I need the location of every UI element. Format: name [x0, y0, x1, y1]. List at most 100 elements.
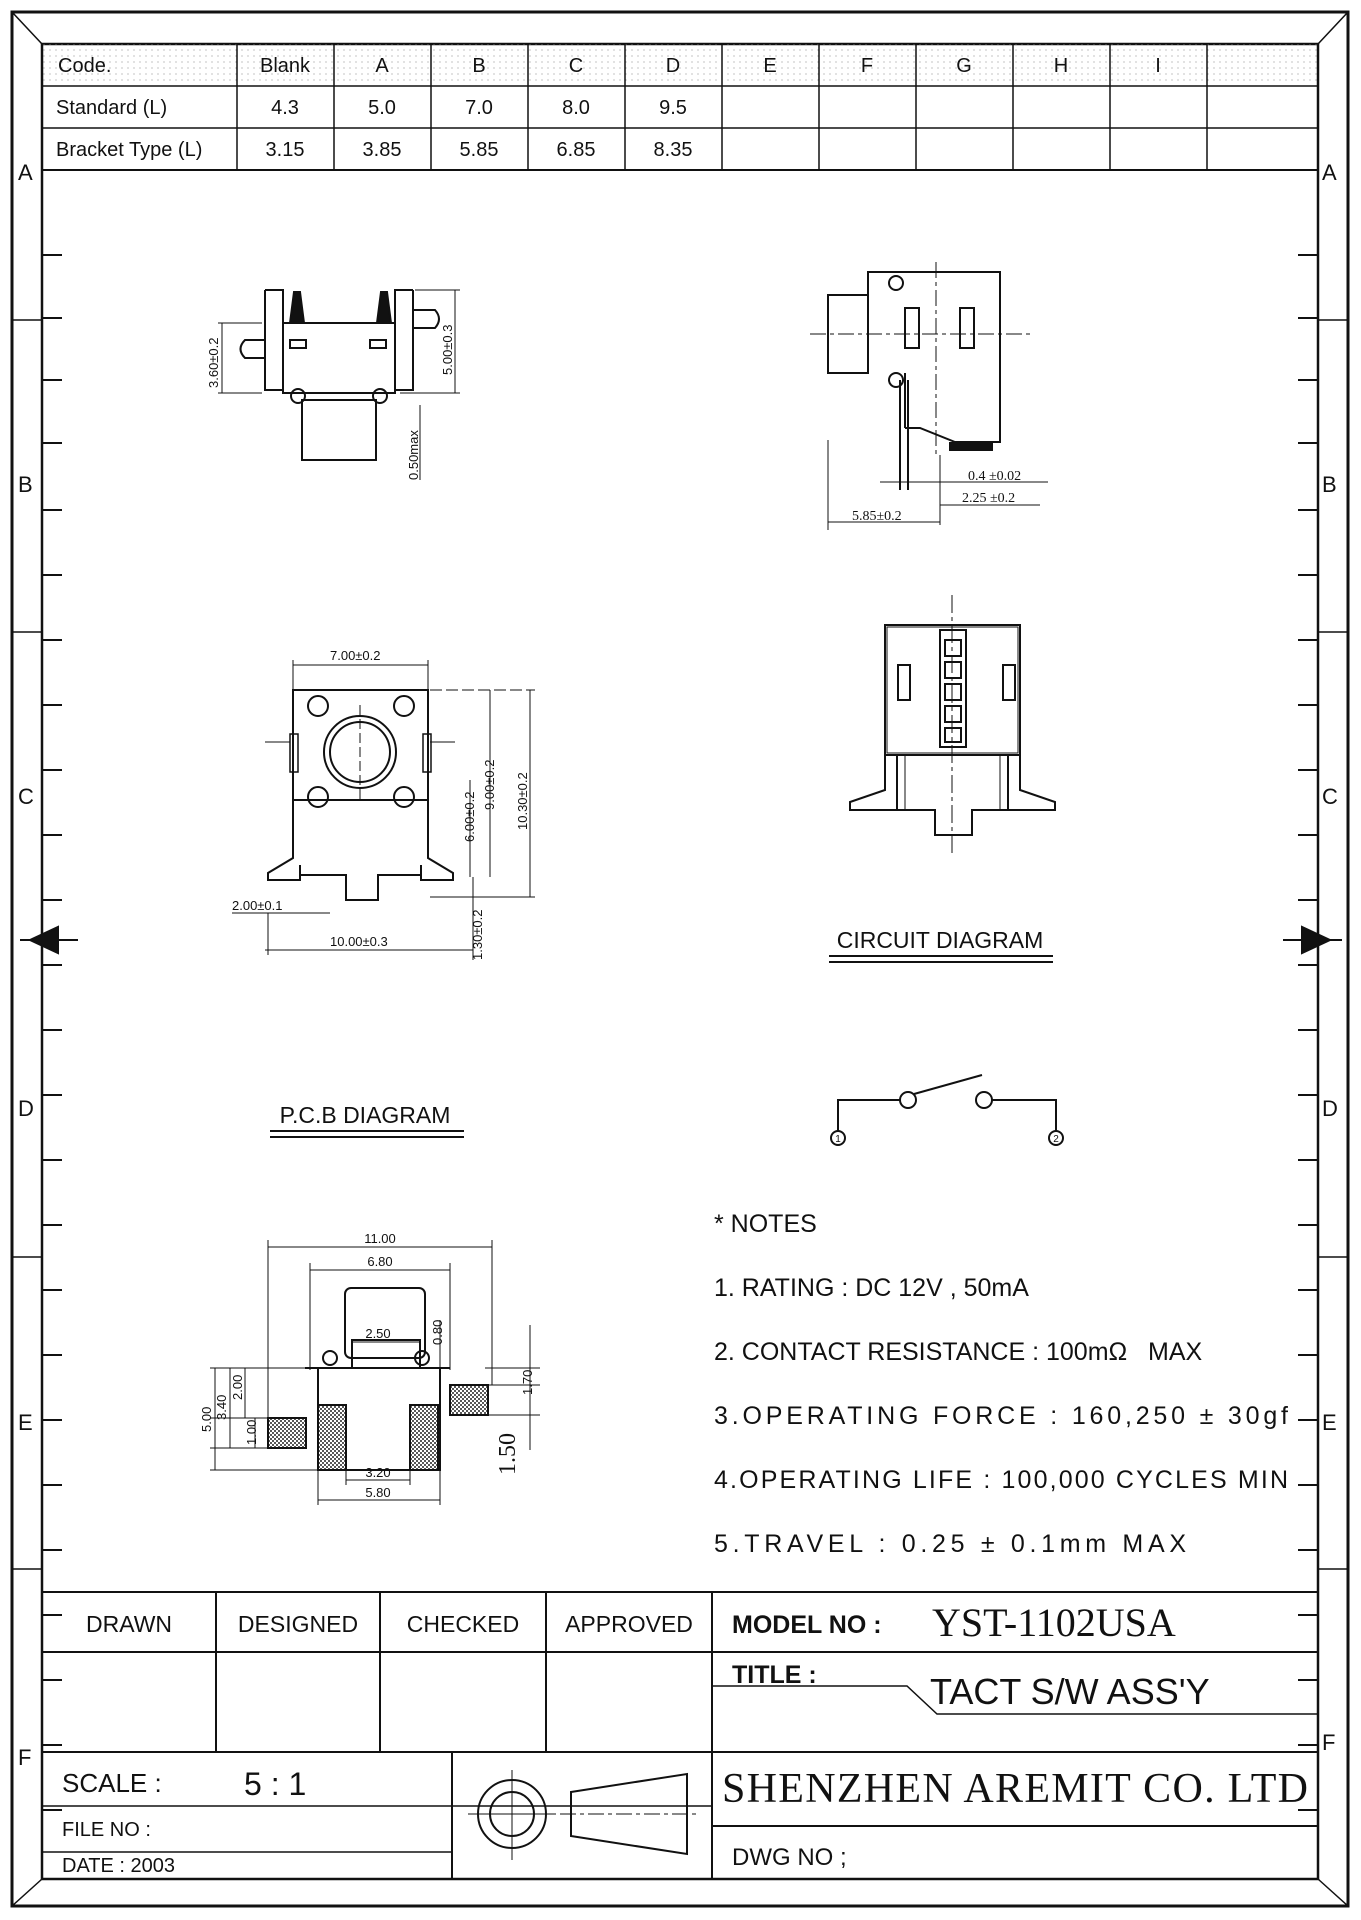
zone-right-f: F [1322, 1730, 1335, 1755]
zone-right-c: C [1322, 784, 1338, 809]
zone-separators [12, 319, 1348, 1570]
zone-left-b: B [18, 472, 33, 497]
circuit-pin-2: 2 [1053, 1134, 1059, 1145]
note-operating-force: 3.OPERATING FORCE : 160,250 ± 30gf [714, 1402, 1288, 1430]
row-bracket-blank: 3.15 [266, 139, 305, 161]
dim-pcb-32: 3.20 [365, 1465, 390, 1480]
notes-heading: * NOTES [714, 1210, 817, 1238]
zone-right-a: A [1322, 160, 1337, 185]
dim-pcb-15: 1.50 [495, 1433, 521, 1475]
circuit-title: CIRCUIT DIAGRAM [837, 927, 1044, 953]
circuit-diagram: CIRCUIT DIAGRAM 1 2 [829, 927, 1064, 1146]
margin-ticks [42, 254, 1318, 1811]
row-standard-c: 8.0 [562, 97, 590, 119]
title-block-text: DRAWN DESIGNED CHECKED APPROVED MODEL NO… [62, 1600, 1308, 1877]
pcb-pad-right [449, 1384, 489, 1416]
pcb-pad-left-inner [317, 1404, 347, 1471]
tb-scale-label: SCALE : [62, 1768, 162, 1798]
dim-side-offset: 2.25 ±0.2 [962, 491, 1015, 506]
dim-pcb-17: 1.70 [520, 1370, 535, 1395]
centering-arrows [20, 925, 1342, 955]
tb-scale-value: 5 : 1 [244, 1766, 306, 1802]
tb-designed: DESIGNED [238, 1611, 358, 1637]
code-header-h: H [1054, 55, 1068, 77]
dim-pcb-68: 6.80 [367, 1254, 392, 1269]
dim-pcb-08: 0.80 [430, 1320, 445, 1345]
side-view [810, 262, 1048, 530]
dim-pcb-50: 5.00 [199, 1407, 214, 1432]
row-standard-b: 7.0 [465, 97, 493, 119]
dim-front-max: 0.50max [406, 430, 421, 480]
circuit-pin-1: 1 [835, 1134, 841, 1145]
dim-front-height: 3.60±0.2 [206, 337, 221, 388]
tb-checked: CHECKED [407, 1611, 519, 1637]
dim-top-2: 2.00±0.1 [232, 898, 283, 913]
pcb-title: P.C.B DIAGRAM [280, 1102, 451, 1128]
code-table: Code. Blank A B C D E F G H I Standard (… [42, 44, 1318, 171]
dim-pcb-34: 3.40 [214, 1395, 229, 1420]
zone-left-a: A [18, 160, 33, 185]
dim-side-thickness: 0.4 ±0.02 [968, 469, 1021, 484]
dim-pcb-20: 2.00 [230, 1375, 245, 1400]
pcb-diagram: P.C.B DIAGRAM [199, 1102, 540, 1505]
dim-pcb-10: 1.00 [244, 1420, 259, 1445]
zone-left-c: C [18, 784, 34, 809]
tb-title-label: TITLE : [732, 1661, 817, 1689]
front-view-dims: 3.60±0.2 5.00±0.3 0.50max [206, 324, 455, 480]
tb-company: SHENZHEN AREMIT CO. LTD [722, 1766, 1308, 1812]
code-header-b: B [472, 55, 485, 77]
row-bracket-a: 3.85 [363, 139, 402, 161]
row-bracket-label: Bracket Type (L) [56, 139, 202, 161]
zone-right-d: D [1322, 1096, 1338, 1121]
tb-approved: APPROVED [565, 1611, 693, 1637]
pcb-pad-right-inner [409, 1404, 439, 1471]
bottom-view [849, 595, 1056, 855]
code-header-d: D [666, 55, 680, 77]
row-bracket-d: 8.35 [654, 139, 693, 161]
code-header-blank: Blank [260, 55, 311, 77]
zone-left-e: E [18, 1410, 33, 1435]
tb-dwg-label: DWG NO ; [732, 1844, 847, 1871]
code-header-c: C [569, 55, 583, 77]
tb-model-label: MODEL NO : [732, 1611, 882, 1639]
note-rating: 1. RATING : DC 12V , 50mA [714, 1274, 1029, 1302]
dim-top-13: 1.30±0.2 [470, 909, 485, 960]
dim-pcb-11: 11.00 [364, 1231, 396, 1246]
dim-top-10: 10.00±0.3 [330, 934, 388, 949]
code-header-a: A [375, 55, 389, 77]
dim-side-length: 5.85±0.2 [852, 509, 902, 524]
zone-right-b: B [1322, 472, 1337, 497]
front-view [218, 289, 460, 480]
dim-top-1030: 10.30±0.2 [515, 772, 530, 830]
pcb-pad-left [267, 1417, 307, 1449]
code-header-e: E [763, 55, 776, 77]
tb-file-label: FILE NO : [62, 1819, 151, 1841]
row-bracket-c: 6.85 [557, 139, 596, 161]
row-standard-d: 9.5 [659, 97, 687, 119]
code-header-f: F [861, 55, 873, 77]
note-contact-resistance: 2. CONTACT RESISTANCE : 100mΩ MAX [714, 1338, 1203, 1366]
top-view [232, 660, 535, 960]
notes: * NOTES 1. RATING : DC 12V , 50mA 2. CON… [714, 1210, 1288, 1558]
dim-top-width: 7.00±0.2 [330, 648, 381, 663]
dim-pcb-25: 2.50 [365, 1326, 390, 1341]
zone-left-d: D [18, 1096, 34, 1121]
row-standard-a: 5.0 [368, 97, 396, 119]
row-standard-blank: 4.3 [271, 97, 299, 119]
note-operating-life: 4.OPERATING LIFE : 100,000 CYCLES MIN [714, 1466, 1288, 1494]
dim-top-6: 6.00±0.2 [462, 791, 477, 842]
row-bracket-b: 5.85 [460, 139, 499, 161]
tb-drawn: DRAWN [86, 1611, 172, 1637]
zone-right-e: E [1322, 1410, 1337, 1435]
row-standard-label: Standard (L) [56, 97, 167, 119]
top-view-dims: 7.00±0.2 6.00±0.2 9.00±0.2 10.30±0.2 2.0… [232, 648, 530, 960]
zone-letters: A B C D E F A B C D E F [18, 160, 1338, 1770]
title-block [41, 1591, 1319, 1880]
zone-left-f: F [18, 1745, 31, 1770]
code-header-label: Code. [58, 55, 111, 77]
tb-date-label: DATE : 2003 [62, 1855, 175, 1877]
dim-pcb-58: 5.80 [365, 1485, 390, 1500]
side-view-dims: 0.4 ±0.02 2.25 ±0.2 5.85±0.2 [852, 469, 1021, 524]
code-header-i: I [1155, 55, 1161, 77]
